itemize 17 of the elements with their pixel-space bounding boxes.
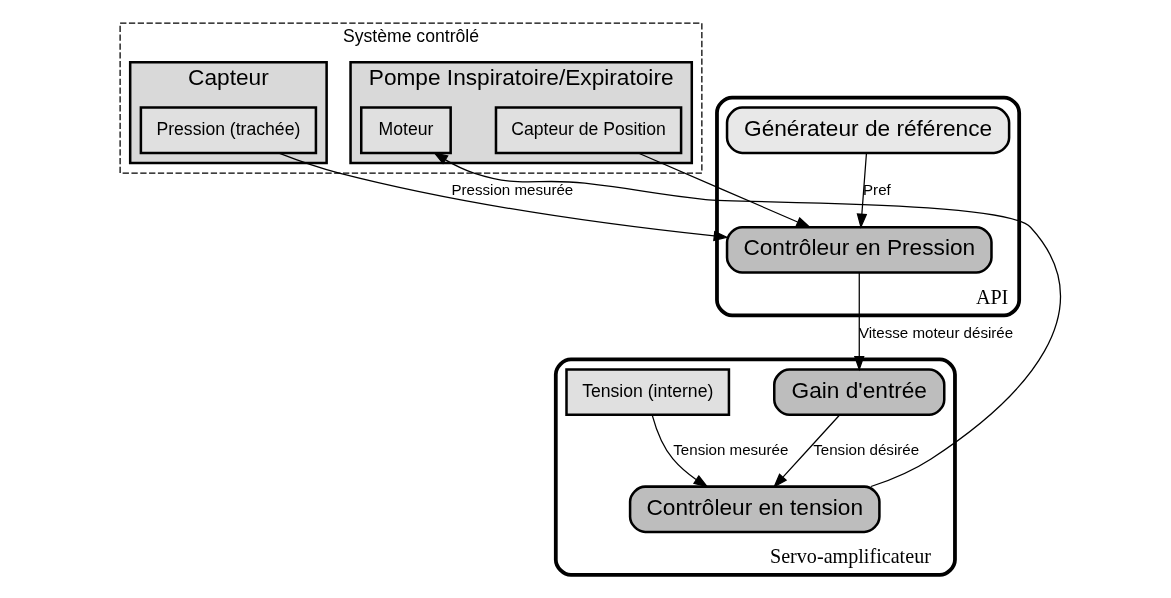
node-box: Générateur de référence — [725, 106, 1011, 155]
node-box: Contrôleur en tension — [628, 485, 881, 534]
node-box: Moteur — [360, 106, 452, 155]
arrow — [856, 152, 868, 229]
arrow — [651, 414, 709, 488]
node-box: Contrôleur en Pression — [725, 225, 993, 274]
edge-label: Tension mesurée — [673, 440, 789, 458]
arrow — [773, 414, 841, 488]
arrow — [853, 272, 865, 372]
node-box: Capteur de Position — [494, 106, 683, 155]
edge-label: Pref — [863, 181, 891, 199]
edge-label: Tension désirée — [813, 440, 920, 458]
node-box: Pression (trachée) — [139, 106, 318, 155]
node-box: Tension (interne) — [565, 368, 731, 417]
arrow — [433, 152, 1061, 488]
node-box: Gain d'entrée — [773, 368, 946, 417]
edge-label: Pression mesurée — [451, 181, 574, 199]
